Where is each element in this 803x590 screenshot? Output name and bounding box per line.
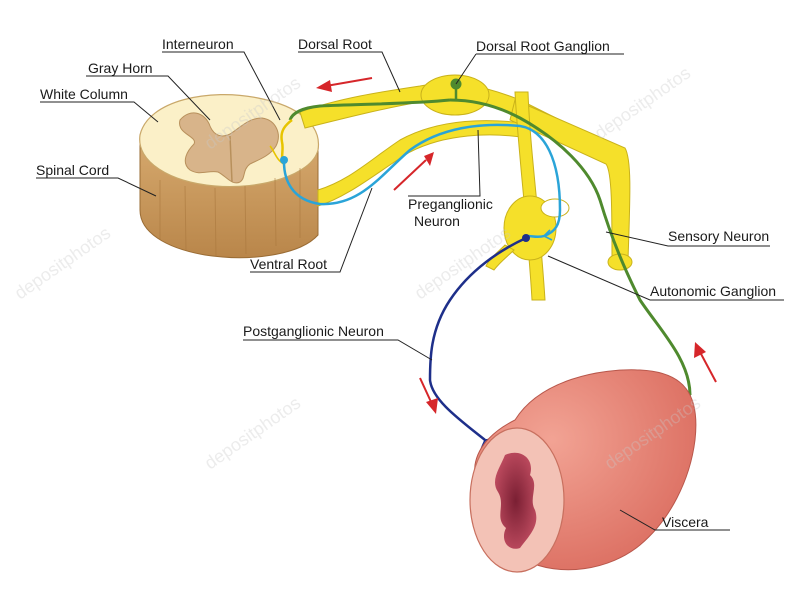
label-sensory-neuron: Sensory Neuron [668, 228, 769, 244]
label-postganglionic-neuron: Postganglionic Neuron [243, 323, 384, 339]
label-ventral-root: Ventral Root [250, 256, 327, 272]
arrow-dorsal-root-icon [316, 78, 372, 92]
arrow-sensory-icon [694, 342, 716, 382]
label-gray-horn: Gray Horn [88, 60, 153, 76]
watermark-text-4: depositphotos [11, 223, 114, 304]
label-interneuron: Interneuron [162, 36, 234, 52]
label-dorsal-root-ganglion: Dorsal Root Ganglion [476, 38, 610, 54]
watermark-text-5: depositphotos [201, 393, 304, 474]
label-white-column: White Column [40, 86, 128, 102]
ventral-root-nerve [318, 121, 530, 206]
label-autonomic-ganglion: Autonomic Ganglion [650, 283, 776, 299]
label-spinal-cord: Spinal Cord [36, 162, 109, 178]
label-dorsal-root: Dorsal Root [298, 36, 372, 52]
label-preganglionic-line1: Preganglionic [408, 196, 493, 212]
label-viscera: Viscera [662, 514, 708, 530]
viscera-organ [470, 370, 696, 572]
watermark-text-2: depositphotos [591, 63, 694, 144]
label-preganglionic-line2: Neuron [414, 213, 460, 229]
